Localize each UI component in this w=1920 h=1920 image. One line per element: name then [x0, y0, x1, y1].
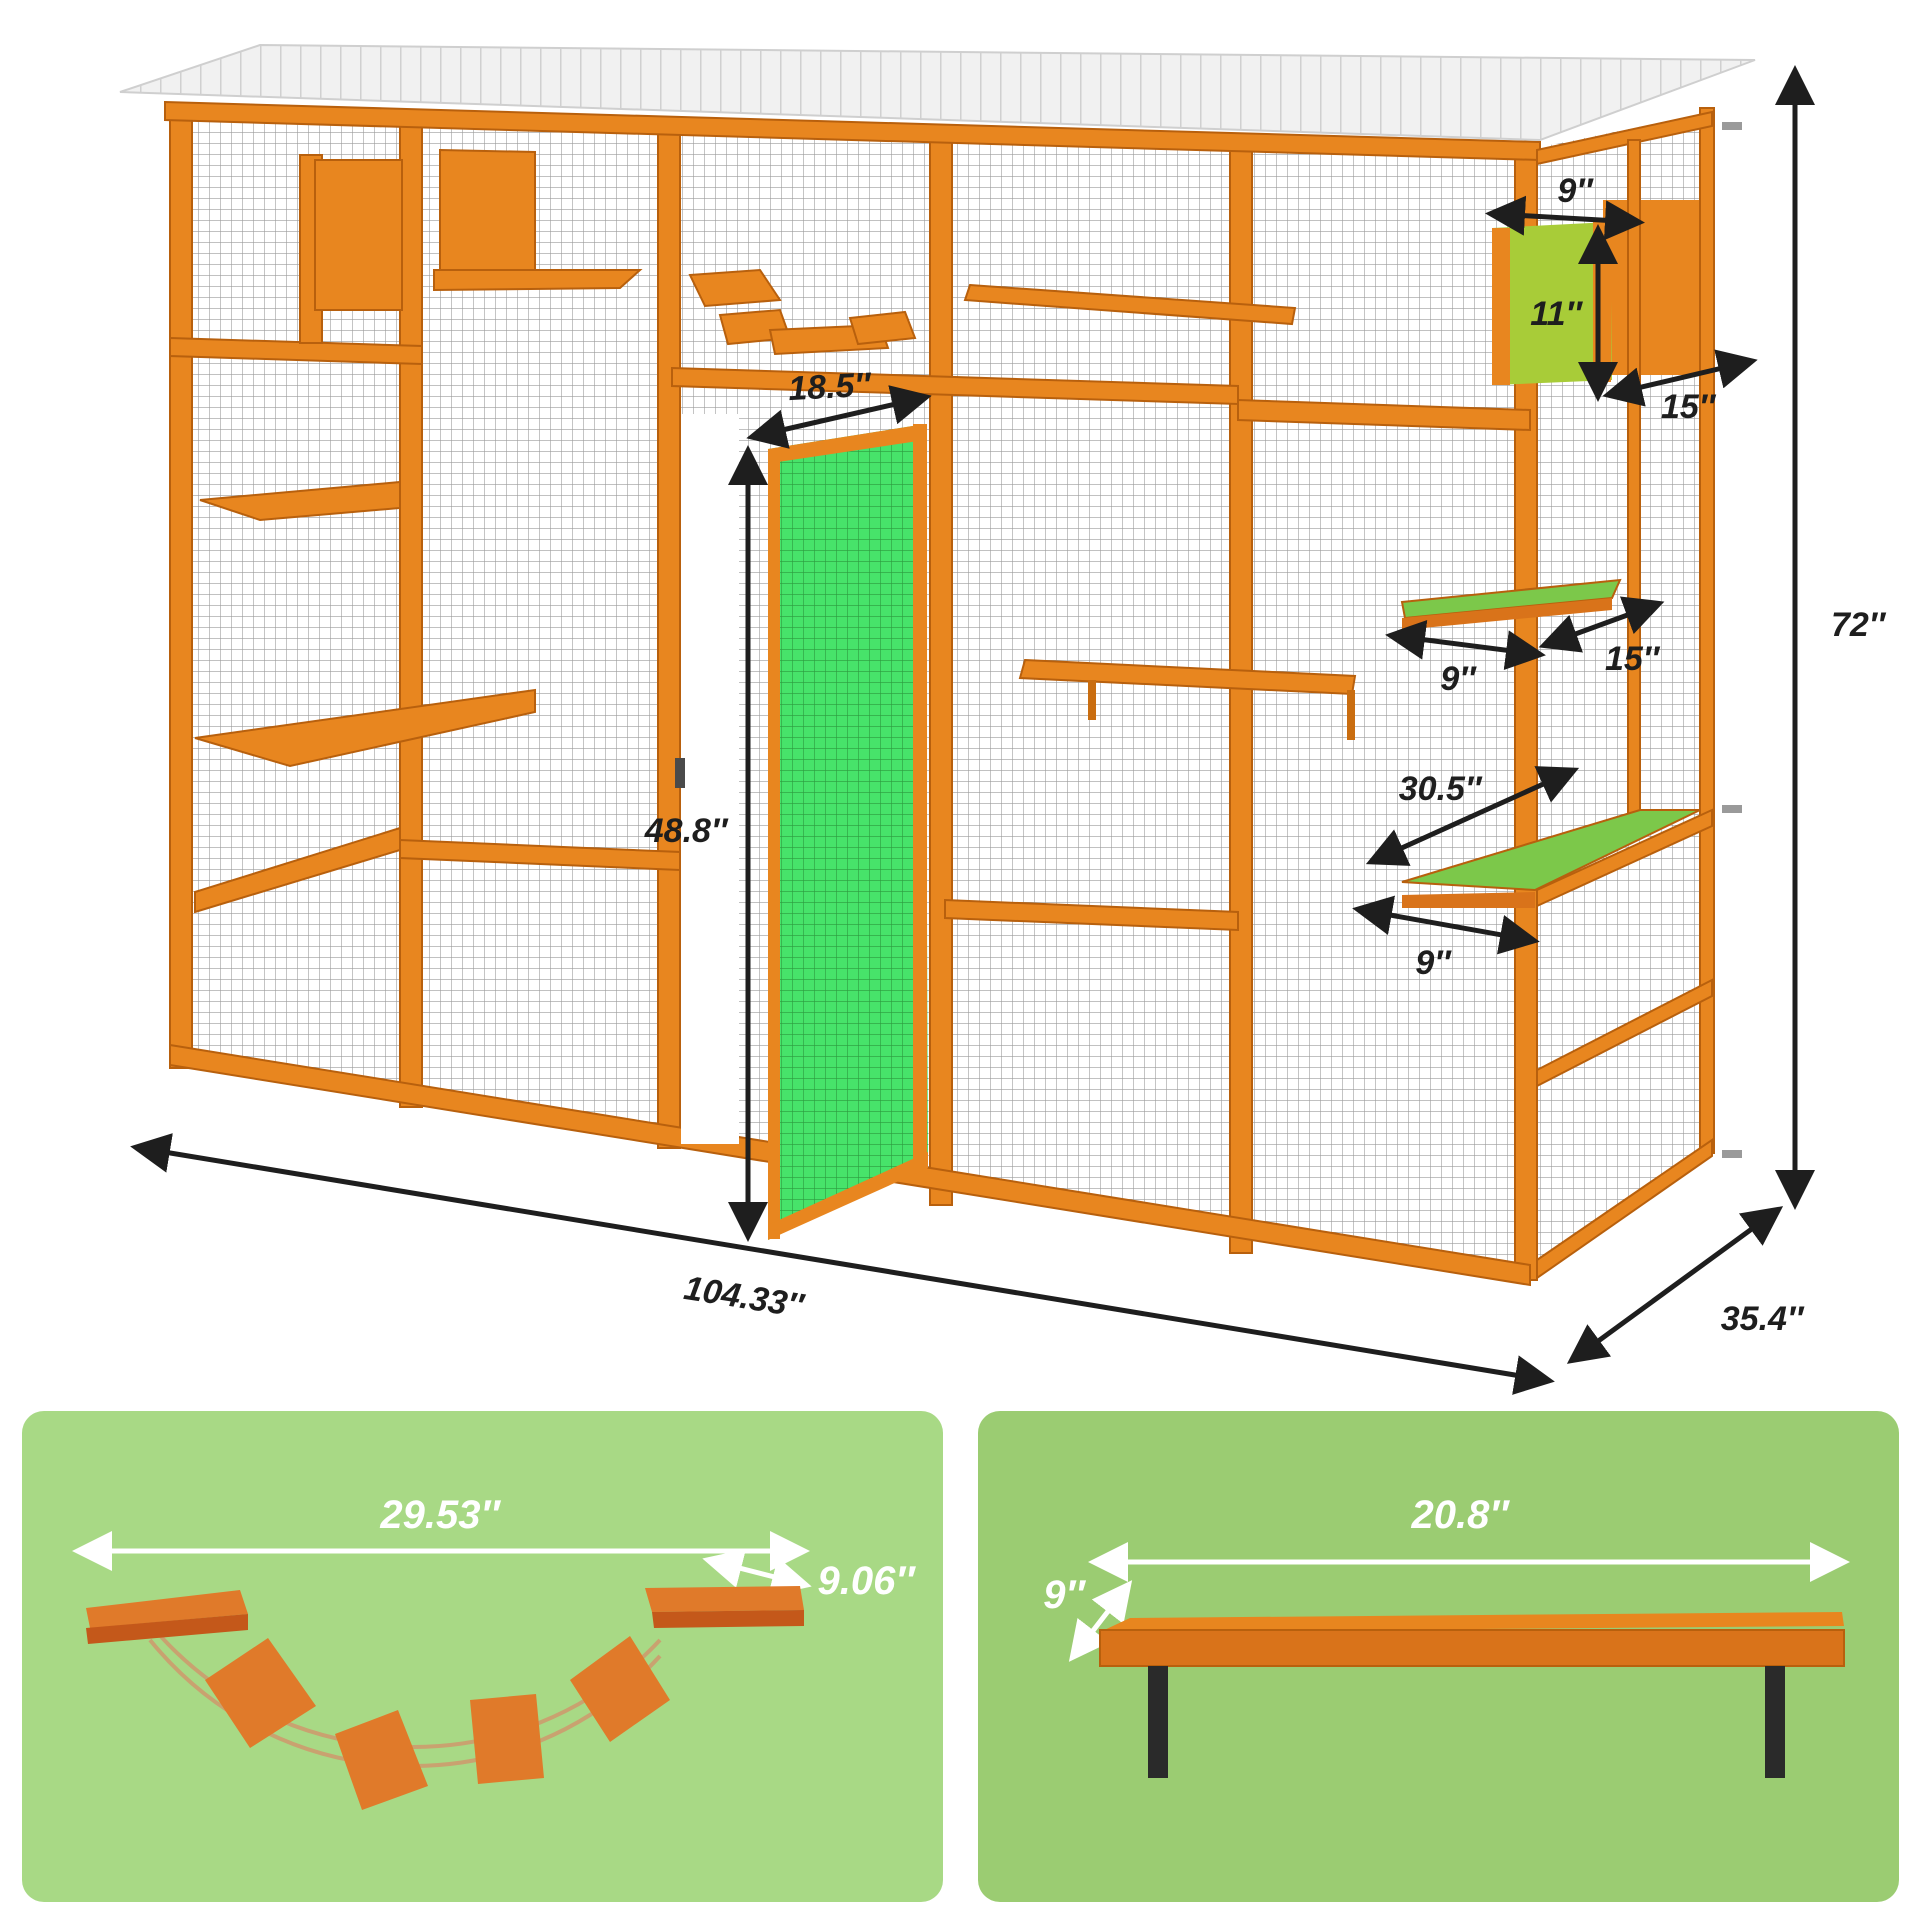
bridge-panel: 29.53″ 9.06″ [22, 1411, 943, 1902]
height-label: 72″ [1831, 606, 1887, 644]
left-shelves [194, 154, 536, 914]
bracket [1722, 805, 1742, 813]
shelf-length-label: 20.8″ [1410, 1493, 1510, 1537]
box-height-label: 11″ [1530, 295, 1583, 333]
shelf-illustration [1099, 1612, 1845, 1778]
lower-step-width-label: 9″ [1415, 944, 1452, 982]
main-dimension-arrows [130, 65, 1815, 1395]
depth-label: 35.4″ [1721, 1300, 1805, 1338]
bracket [1722, 1150, 1742, 1158]
main-dimension-labels: 104.33″ 35.4″ 72″ 48.8″ 18.5″ 9″ 11″ 15″… [644, 172, 1887, 1338]
side-nest-box [1603, 200, 1711, 375]
catio-enclosure [119, 43, 1756, 1287]
bridge-length-label: 29.53″ [379, 1493, 501, 1537]
upper-shelves [433, 148, 1357, 740]
bridge-width-label: 9.06″ [817, 1559, 916, 1603]
upper-step-width-label: 9″ [1440, 660, 1477, 698]
lower-step-length-label: 30.5″ [1399, 770, 1483, 808]
bridge-illustration [86, 1586, 804, 1810]
roof-panel [119, 43, 1756, 142]
door-height-label: 48.8″ [644, 812, 729, 850]
door-latch [675, 758, 685, 788]
box-width-label: 9″ [1557, 172, 1594, 210]
bracket [1722, 122, 1742, 130]
shelf-width-label: 9″ [1043, 1573, 1086, 1617]
shelf-panel: 20.8″ 9″ [978, 1411, 1899, 1902]
door-width-label: 18.5″ [787, 366, 873, 408]
upper-step-depth-label: 15″ [1605, 640, 1661, 678]
box-depth-label: 15″ [1661, 388, 1717, 426]
top-bridge [688, 268, 917, 356]
width-label: 104.33″ [681, 1269, 807, 1326]
